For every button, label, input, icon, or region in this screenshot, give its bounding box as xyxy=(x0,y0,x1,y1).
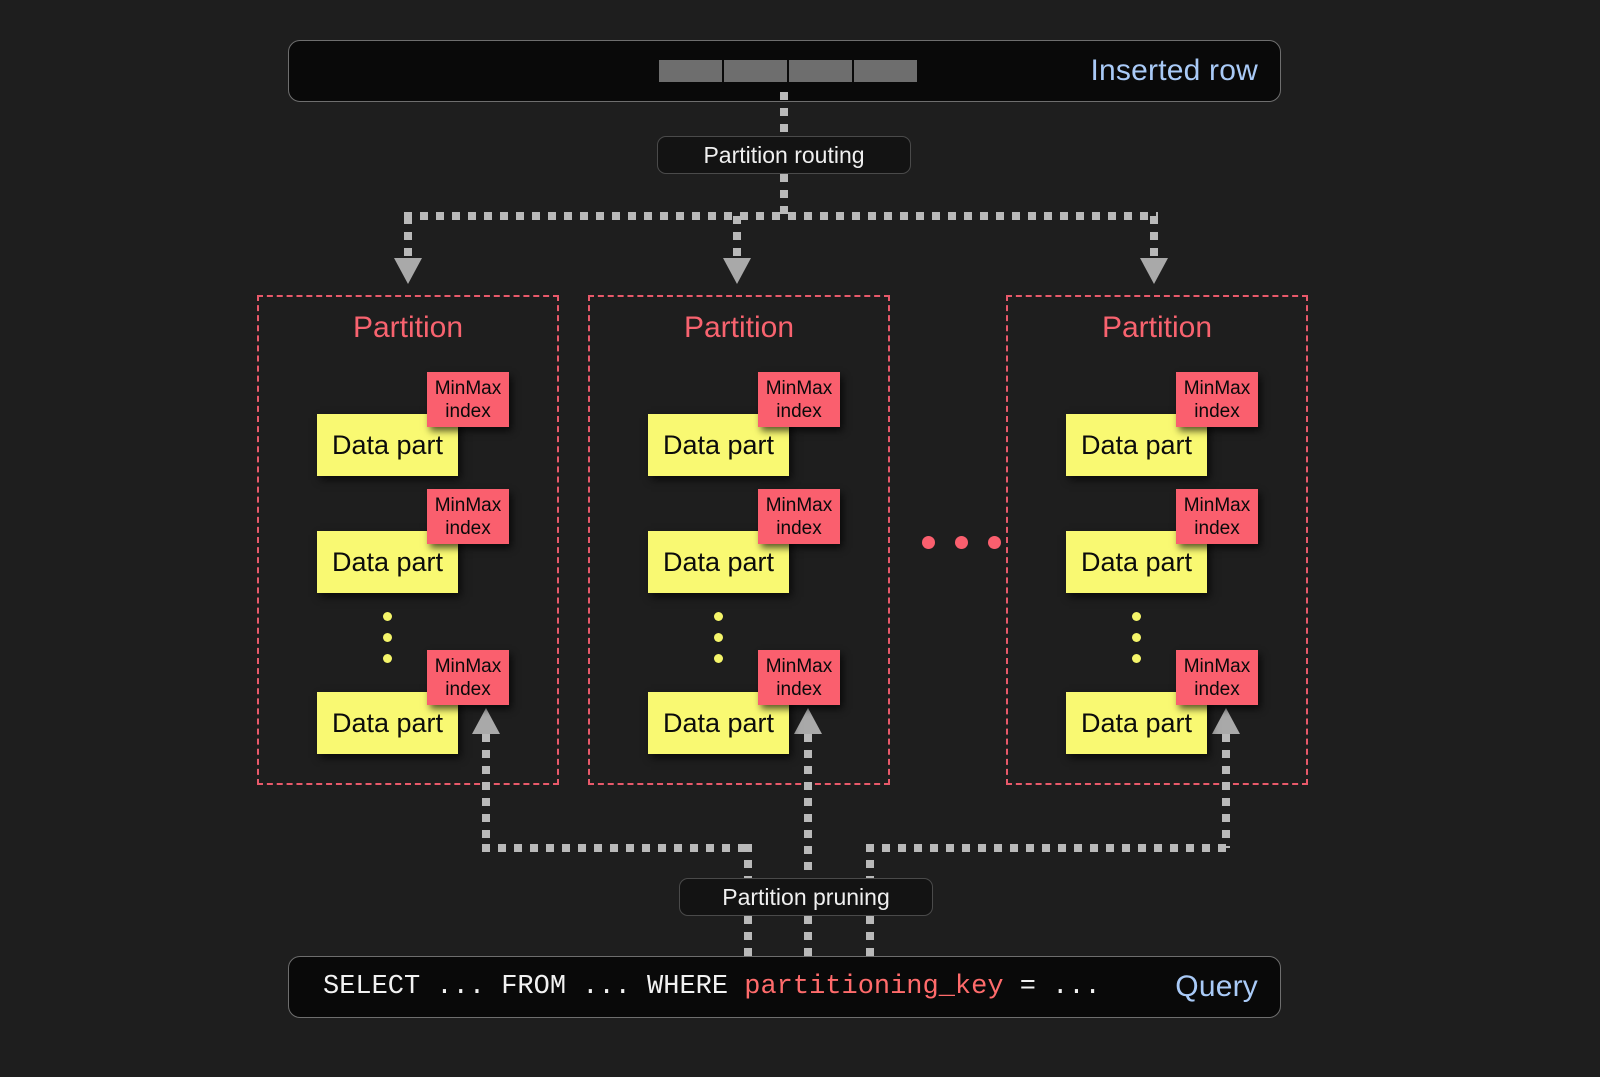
connector-query-to-pruning-left xyxy=(744,916,752,956)
ellipsis-dot xyxy=(955,536,968,549)
minmax-line-2: index xyxy=(445,401,491,422)
data-part-box: Data part xyxy=(1066,414,1207,476)
minmax-line-2: index xyxy=(445,679,491,700)
ellipsis-dot xyxy=(714,633,723,642)
query-sql-text: SELECT ... FROM ... WHERE partitioning_k… xyxy=(323,972,1101,1002)
minmax-index-box: MinMax index xyxy=(1176,372,1258,427)
row-cell xyxy=(724,60,787,82)
data-part-box: Data part xyxy=(317,692,458,754)
arrow-down-partition-3 xyxy=(1140,258,1168,284)
query-label: Query xyxy=(1175,970,1258,1003)
connector-pruning-to-partition-3 xyxy=(1222,734,1230,848)
connector-bus-to-partition-1 xyxy=(404,216,412,262)
connector-query-to-pruning-center xyxy=(804,916,812,956)
row-cell xyxy=(789,60,852,82)
partition-routing-box: Partition routing xyxy=(657,136,911,174)
data-part-box: Data part xyxy=(317,414,458,476)
ellipsis-dot xyxy=(383,633,392,642)
arrow-up-partition-1 xyxy=(472,708,500,734)
partition-1: Partition MinMax index Data part MinMax … xyxy=(257,295,559,785)
ellipsis-dot xyxy=(383,612,392,621)
row-cell xyxy=(854,60,917,82)
minmax-line-2: index xyxy=(776,401,822,422)
partition-3-vertical-ellipsis xyxy=(1132,612,1141,663)
connector-row-to-routing xyxy=(780,92,788,138)
partition-1-title: Partition xyxy=(352,311,464,344)
minmax-index-box: MinMax index xyxy=(427,650,509,705)
minmax-line-2: index xyxy=(776,679,822,700)
query-partitioning-key: partitioning_key xyxy=(744,972,1004,1002)
minmax-line-2: index xyxy=(1194,679,1240,700)
partition-2-vertical-ellipsis xyxy=(714,612,723,663)
minmax-line-2: index xyxy=(445,518,491,539)
connector-pruning-left-drop xyxy=(744,844,752,880)
connector-query-to-pruning-right xyxy=(866,916,874,956)
minmax-line-2: index xyxy=(1194,518,1240,539)
minmax-line-2: index xyxy=(1194,401,1240,422)
arrow-up-partition-3 xyxy=(1212,708,1240,734)
partition-1-vertical-ellipsis xyxy=(383,612,392,663)
connector-pruning-to-partition-1 xyxy=(482,734,490,848)
ellipsis-dot xyxy=(714,612,723,621)
partition-2-title: Partition xyxy=(683,311,795,344)
ellipsis-dot xyxy=(1132,633,1141,642)
partition-2: Partition MinMax index Data part MinMax … xyxy=(588,295,890,785)
inserted-row-label: Inserted row xyxy=(1090,54,1258,87)
minmax-line-1: MinMax xyxy=(434,378,502,399)
ellipsis-dot xyxy=(383,654,392,663)
minmax-index-box: MinMax index xyxy=(1176,650,1258,705)
ellipsis-dot xyxy=(922,536,935,549)
inserted-row-cells xyxy=(659,60,917,82)
query-bar: SELECT ... FROM ... WHERE partitioning_k… xyxy=(288,956,1281,1018)
minmax-index-box: MinMax index xyxy=(758,489,840,544)
connector-bus-to-partition-2 xyxy=(733,216,741,262)
connector-distribution-bus xyxy=(404,212,1158,220)
minmax-index-box: MinMax index xyxy=(1176,489,1258,544)
connector-pruning-bus-left xyxy=(482,844,750,852)
connector-pruning-bus-right xyxy=(866,844,1230,852)
ellipsis-dot xyxy=(1132,654,1141,663)
arrow-down-partition-1 xyxy=(394,258,422,284)
minmax-line-1: MinMax xyxy=(434,656,502,677)
minmax-index-box: MinMax index xyxy=(427,489,509,544)
partition-pruning-box: Partition pruning xyxy=(679,878,933,916)
minmax-line-1: MinMax xyxy=(1183,656,1251,677)
minmax-index-box: MinMax index xyxy=(758,650,840,705)
inserted-row-bar: Inserted row xyxy=(288,40,1281,102)
minmax-line-1: MinMax xyxy=(765,495,833,516)
minmax-line-1: MinMax xyxy=(765,378,833,399)
arrow-down-partition-2 xyxy=(723,258,751,284)
minmax-index-box: MinMax index xyxy=(758,372,840,427)
partitions-horizontal-ellipsis xyxy=(922,536,1001,549)
minmax-line-1: MinMax xyxy=(434,495,502,516)
connector-pruning-right-drop xyxy=(866,844,874,880)
minmax-line-1: MinMax xyxy=(1183,495,1251,516)
row-cell xyxy=(659,60,722,82)
connector-pruning-to-partition-2 xyxy=(804,734,812,880)
connector-routing-to-bus xyxy=(780,174,788,216)
ellipsis-dot xyxy=(988,536,1001,549)
minmax-line-1: MinMax xyxy=(1183,378,1251,399)
query-suffix: = ... xyxy=(1003,972,1101,1002)
ellipsis-dot xyxy=(1132,612,1141,621)
connector-bus-to-partition-3 xyxy=(1150,216,1158,262)
minmax-line-2: index xyxy=(776,518,822,539)
minmax-line-1: MinMax xyxy=(765,656,833,677)
ellipsis-dot xyxy=(714,654,723,663)
query-prefix: SELECT ... FROM ... WHERE xyxy=(323,972,745,1002)
partition-3-title: Partition xyxy=(1101,311,1213,344)
arrow-up-partition-2 xyxy=(794,708,822,734)
minmax-index-box: MinMax index xyxy=(427,372,509,427)
partition-3: Partition MinMax index Data part MinMax … xyxy=(1006,295,1308,785)
